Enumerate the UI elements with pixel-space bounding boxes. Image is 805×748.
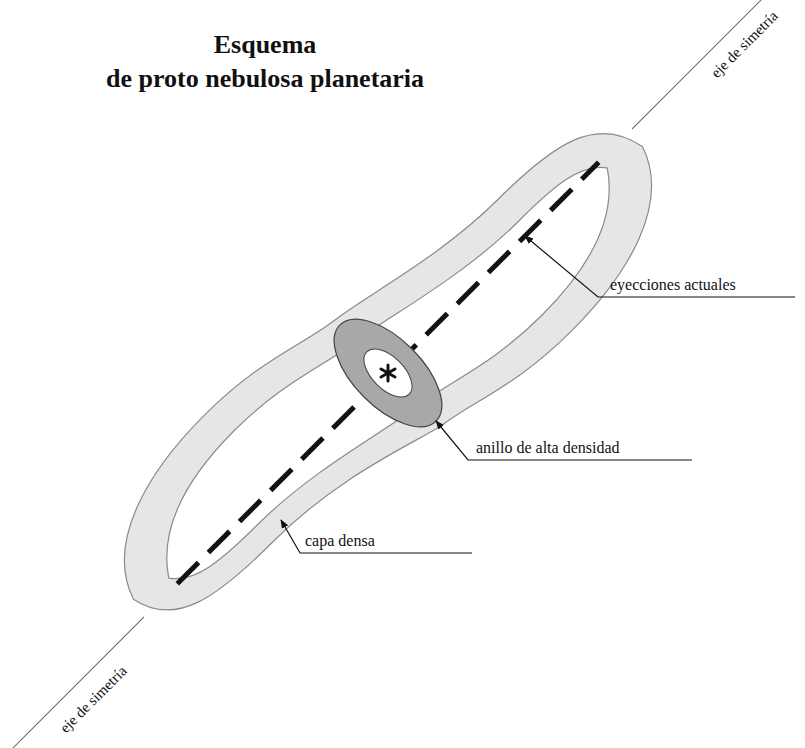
inner-cavity xyxy=(128,113,648,633)
symmetry-axis xyxy=(0,617,144,748)
axis-label: eje de simetría xyxy=(57,663,131,737)
symmetry-axis xyxy=(632,0,805,129)
central-star xyxy=(381,365,395,381)
leader-line xyxy=(281,520,472,553)
callout-label: capa densa xyxy=(305,532,375,550)
callout-label: anillo de alta densidad xyxy=(476,439,620,457)
dense-shell xyxy=(77,62,699,684)
axis-label: eje de simetría xyxy=(708,8,782,82)
leader-line xyxy=(436,421,692,460)
diagram-title: Esquema de proto nebulosa planetaria xyxy=(106,28,424,96)
ring-hole xyxy=(355,340,420,405)
callout-label: eyecciones actuales xyxy=(610,276,736,294)
current-ejections xyxy=(177,162,598,583)
leader-line xyxy=(525,236,795,297)
